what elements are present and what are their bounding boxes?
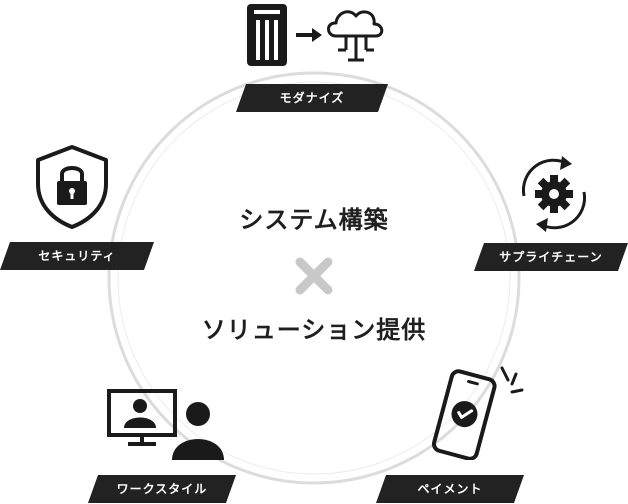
node-label-payment-text: ペイメント bbox=[417, 482, 483, 496]
shield-lock-icon bbox=[36, 145, 108, 229]
remote-meeting-icon bbox=[107, 389, 224, 460]
node-label-supply-chain[interactable]: サプライチェーン bbox=[474, 243, 628, 271]
node-label-payment[interactable]: ペイメント bbox=[376, 475, 524, 503]
gear-cycle-icon bbox=[521, 156, 587, 232]
node-label-supply-chain-text: サプライチェーン bbox=[499, 250, 603, 264]
times-icon bbox=[295, 257, 333, 295]
node-label-security-text: セキュリティ bbox=[38, 249, 116, 263]
center-title-system: システム構築 bbox=[239, 206, 389, 234]
node-label-modernize-text: モダナイズ bbox=[279, 91, 345, 105]
node-label-security[interactable]: セキュリティ bbox=[0, 242, 154, 270]
node-label-modernize[interactable]: モダナイズ bbox=[236, 84, 388, 112]
smartphone-check-icon bbox=[432, 366, 524, 460]
server-to-cloud-icon bbox=[247, 4, 384, 66]
node-label-workstyle-text: ワークスタイル bbox=[116, 482, 208, 496]
node-label-workstyle[interactable]: ワークスタイル bbox=[88, 475, 236, 503]
center-title-solution: ソリューション提供 bbox=[201, 316, 427, 344]
